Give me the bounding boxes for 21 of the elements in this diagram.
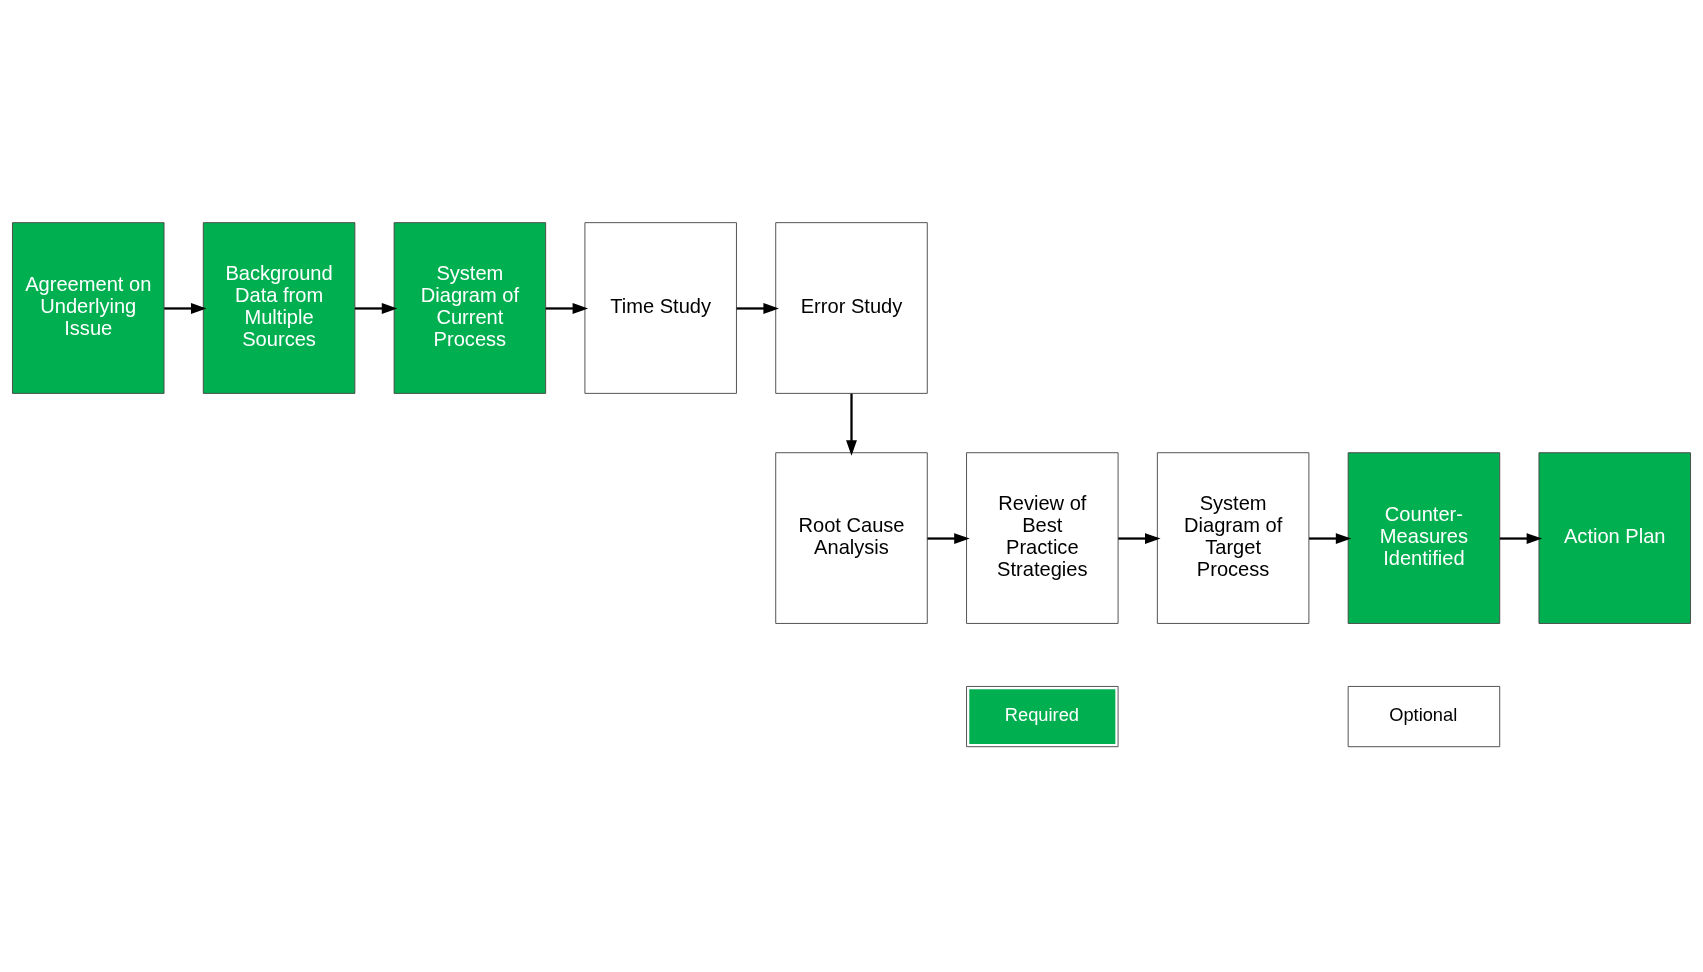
node-box: Action Plan [1538,451,1691,624]
legend-label: Required [1004,703,1079,725]
arrow [927,532,970,544]
node-box: System Diagram of Target Process [1156,451,1310,624]
node-box: Root Cause Analysis [775,451,928,624]
legend-label: Optional [1389,703,1458,725]
node-box: Time Study [584,221,737,394]
node-box: Background Data from Multiple Sources [202,221,356,394]
arrow [164,302,207,314]
arrow [1499,532,1543,544]
node-box: System Diagram of Current Process [393,221,547,394]
node-box: Counter-Measures Identified [1347,451,1501,624]
arrow [545,302,589,314]
arrow [1309,532,1352,544]
arrow [736,302,779,314]
arrow [355,302,398,314]
arrow [1118,532,1161,544]
node-box: Review of Best Practice Strategies [966,451,1119,624]
arrow [846,393,857,456]
node-box: Error Study [775,221,928,394]
node-box: Agreement on Underlying Issue [12,221,165,394]
